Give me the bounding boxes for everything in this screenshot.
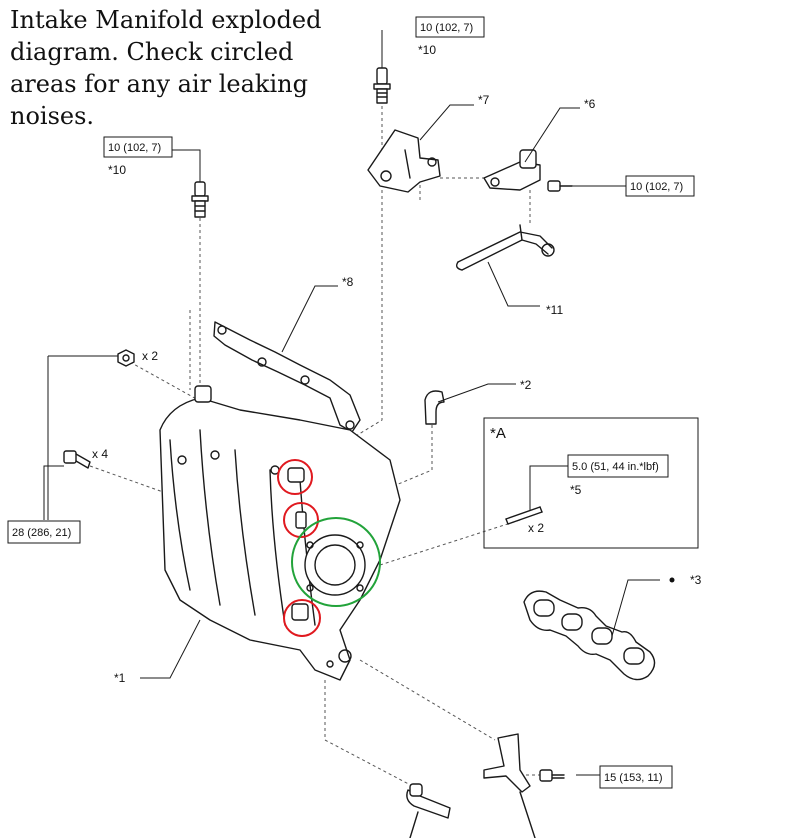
gasket-3 [523,590,656,681]
bolt-10-left [191,181,209,218]
torque-text-right-bracket-bolt: 10 (102, 7) [630,181,683,193]
detail-box-a [483,417,699,549]
leak-check-circle-upper [277,459,313,495]
torque-text-left-upper-bolt: 10 (102, 7) [108,142,161,154]
bracket-7 [367,129,441,193]
leak-check-circle-middle [283,502,319,538]
torque-box-stud-in-detail: 5.0 (51, 44 in.*lbf) [567,454,669,478]
bottom-bracket [483,733,565,838]
label-p8: *8 [342,275,354,289]
label-p3: *3 [690,573,702,587]
caption-line-2: diagram. Check circled [10,38,294,66]
stud-5 [505,506,543,525]
label-p1: *1 [114,671,126,685]
torque-box-left-upper-bolt: 10 (102, 7) [103,136,173,158]
bolt-10-top [373,67,391,104]
fitting-2 [424,390,445,425]
label-p6: *6 [584,97,596,111]
torque-text-bottom-bracket-bolt: 15 (153, 11) [604,772,663,784]
caption-line-3: areas for any air leaking [10,70,308,98]
torque-text-stud-in-detail: 5.0 (51, 44 in.*lbf) [572,461,659,473]
qty-nuts: x 2 [142,349,158,363]
label-p10-left: *10 [108,163,126,177]
nut-2 [117,349,135,367]
label-pA: *A [490,425,506,442]
torque-box-right-bracket-bolt: 10 (102, 7) [625,175,695,197]
leak-check-circle-lower [283,599,321,637]
label-p7: *7 [478,93,490,107]
label-p2: *2 [520,378,532,392]
caption-line-1: Intake Manifold exploded [10,6,322,34]
torque-text-manifold-bolts: 28 (286, 21) [12,527,71,539]
qty-bolts: x 4 [92,447,108,461]
label-p11: *11 [546,303,563,317]
torque-box-manifold-bolts: 28 (286, 21) [7,520,81,544]
label-p10-top: *10 [418,43,436,57]
leader-lines [43,30,660,776]
caption-line-4: noises. [10,102,95,130]
diagram-caption: Intake Manifold exploded diagram. Check … [10,4,370,132]
bottom-hose [406,783,451,838]
qty-studs: x 2 [528,521,544,535]
sensor-6 [483,149,573,192]
torque-text-top-right-bolt: 10 (102, 7) [420,22,473,34]
label-p5: *5 [570,483,582,497]
bullet-dot-3 [669,577,675,583]
throttle-body-circle [291,517,381,607]
torque-box-top-right-bolt: 10 (102, 7) [415,16,485,38]
intake-manifold-1 [159,385,401,681]
torque-box-bottom-bracket-bolt: 15 (153, 11) [599,765,673,789]
hose-11 [455,224,555,271]
bolt-4 [63,450,91,469]
